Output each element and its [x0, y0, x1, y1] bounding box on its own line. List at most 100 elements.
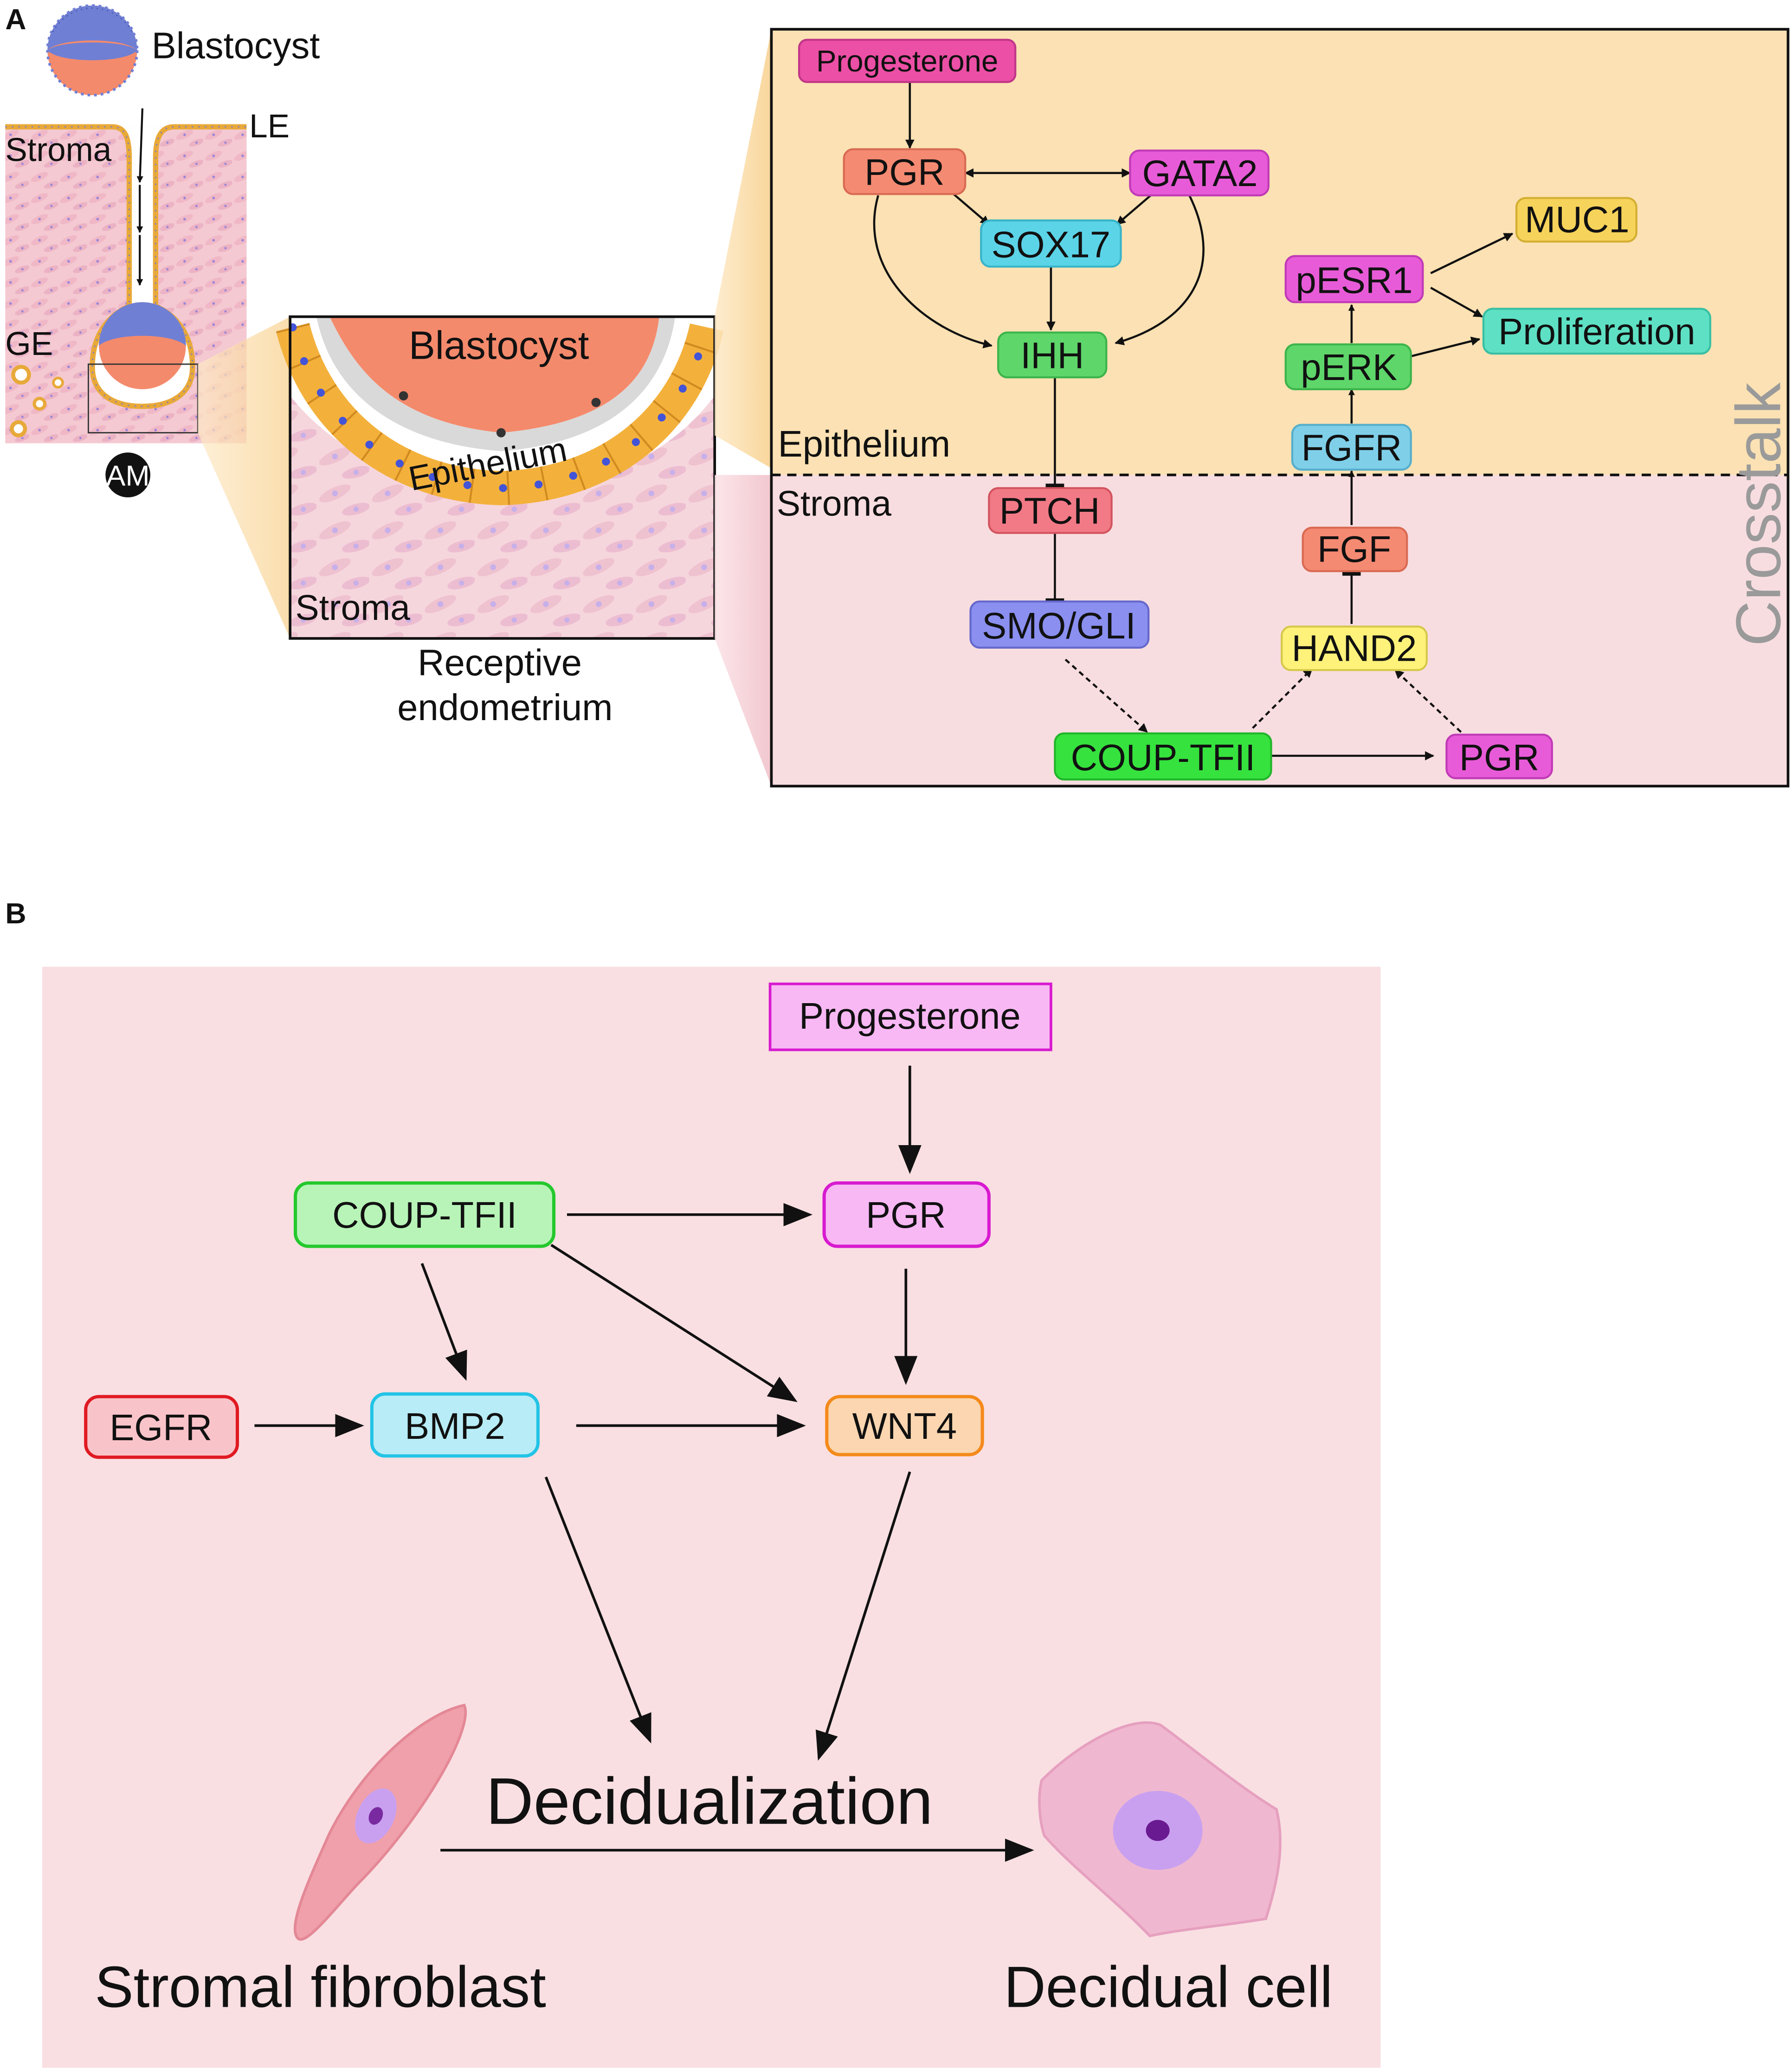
label-decidualization: Decidualization	[486, 1765, 933, 1838]
decidual-nucleolus	[1146, 1820, 1170, 1841]
svg-text:FGF: FGF	[1317, 528, 1391, 570]
label-crosstalk: Crosstalk	[1723, 382, 1792, 646]
blastocyst-inner-cell-mass	[47, 5, 137, 51]
svg-text:WNT4: WNT4	[852, 1405, 957, 1447]
gland	[11, 365, 31, 385]
svg-text:EGFR: EGFR	[110, 1407, 212, 1448]
network-a-edges	[873, 82, 1514, 760]
uterus-illustration	[5, 4, 247, 444]
node-b-wnt4: WNT4	[825, 1395, 984, 1456]
svg-text:BMP2: BMP2	[405, 1405, 505, 1447]
label-decidual-cell: Decidual cell	[1004, 1955, 1333, 2020]
trophoblast-nucleus	[399, 391, 408, 401]
migration-arrow	[136, 108, 144, 183]
node-perk: pERK	[1284, 343, 1412, 390]
node-muc1: MUC1	[1515, 197, 1637, 243]
zoom-fan-stroma	[715, 475, 772, 786]
node-b-progesterone: Progesterone	[768, 982, 1052, 1051]
network-a-nodes: Progesterone PGR GATA2 SOX17 IHH MUC1 pE…	[798, 39, 1711, 781]
node-fgf: FGF	[1302, 527, 1408, 573]
node-proliferation: Proliferation	[1482, 308, 1711, 355]
panel-label-a: A	[5, 3, 26, 36]
svg-text:Proliferation: Proliferation	[1498, 311, 1695, 352]
svg-text:PGR: PGR	[866, 1194, 946, 1236]
node-b-bmp2: BMP2	[370, 1392, 540, 1458]
label-stromal-fibroblast: Stromal fibroblast	[95, 1955, 546, 2020]
node-fgfr: FGFR	[1291, 424, 1412, 471]
node-pgr-a-top: PGR	[843, 148, 967, 195]
edge-pgr-ihh	[873, 195, 993, 348]
edge-pgr-sox17	[951, 192, 990, 225]
node-sox17: SOX17	[980, 219, 1122, 268]
trophoblast-nucleus	[591, 398, 601, 407]
svg-text:HAND2: HAND2	[1292, 627, 1417, 669]
node-b-egfr: EGFR	[84, 1395, 239, 1459]
label-am: AM	[106, 459, 150, 492]
node-ihh: IHH	[997, 331, 1108, 379]
decidual-cell-illustration	[1038, 1721, 1282, 1938]
epithelial-nuclei	[289, 323, 711, 492]
trophoblast-nucleus	[496, 428, 506, 438]
inner-cell-mass	[99, 302, 186, 346]
svg-text:PGR: PGR	[1459, 737, 1539, 778]
svg-text:PTCH: PTCH	[999, 490, 1100, 532]
svg-text:pERK: pERK	[1301, 347, 1397, 388]
edge-perk-proliferation	[1411, 336, 1481, 358]
svg-text:MUC1: MUC1	[1525, 199, 1629, 240]
network-b-nodes: Progesterone COUP-TFII PGR EGFR BMP2 WNT…	[84, 982, 1052, 1459]
zoom-fan-left	[198, 316, 290, 638]
node-ptch: PTCH	[988, 487, 1113, 534]
zoom-fan-epithelium	[715, 29, 772, 469]
label-ge: GE	[5, 326, 53, 362]
epithelium-region	[771, 29, 1788, 475]
svg-text:COUP-TFII: COUP-TFII	[332, 1194, 517, 1236]
svg-text:GATA2: GATA2	[1142, 153, 1258, 194]
network-frame	[770, 28, 1790, 788]
edge-b-coup-wnt4	[550, 1243, 798, 1402]
node-pgr-a-bottom: PGR	[1445, 734, 1553, 780]
gland	[52, 376, 64, 389]
stroma-region	[771, 475, 1788, 786]
stromal-fibroblast-illustration	[293, 1703, 467, 1941]
svg-text:IHH: IHH	[1020, 335, 1084, 376]
gland	[10, 420, 27, 438]
label-blastocyst-zoom: Blastocyst	[409, 324, 589, 368]
svg-text:Progesterone: Progesterone	[816, 44, 998, 78]
svg-text:SMO/GLI: SMO/GLI	[982, 605, 1136, 646]
gland	[32, 397, 47, 411]
label-blastocyst: Blastocyst	[152, 25, 320, 66]
svg-text:Progesterone: Progesterone	[799, 995, 1021, 1037]
svg-text:FGFR: FGFR	[1302, 427, 1402, 468]
fibroblast-nucleolus	[368, 1807, 383, 1825]
node-coup-tfii-a: COUP-TFII	[1054, 732, 1272, 781]
am-badge	[105, 452, 150, 497]
edge-pesr1-muc1	[1430, 232, 1514, 274]
edge-gata2-sox17	[1116, 192, 1155, 225]
trophoblast-layer	[316, 316, 675, 451]
label-le: LE	[249, 108, 290, 145]
node-hand2: HAND2	[1281, 625, 1428, 671]
edge-gata2-ihh	[1115, 195, 1205, 346]
network-b-edges	[254, 1065, 1034, 1862]
svg-text:SOX17: SOX17	[992, 224, 1111, 265]
svg-text:COUP-TFII: COUP-TFII	[1071, 737, 1256, 778]
node-b-pgr: PGR	[822, 1181, 991, 1248]
svg-text:PGR: PGR	[864, 151, 944, 193]
label-epithelium-region: Epithelium	[778, 423, 950, 464]
edge-b-bmp2-decidualization	[544, 1476, 651, 1744]
label-stroma-region: Stroma	[777, 484, 892, 524]
label-stroma-zoom: Stroma	[296, 588, 411, 628]
blastocyst-trophectoderm	[47, 42, 137, 60]
receptive-endometrium-illustration	[276, 315, 724, 640]
zoom-blastocyst	[329, 316, 659, 433]
edge-b-wnt4-decidualization	[815, 1471, 911, 1761]
node-progesterone-a: Progesterone	[798, 39, 1017, 83]
edge-b-coup-bmp2	[420, 1263, 467, 1381]
node-gata2: GATA2	[1129, 149, 1270, 197]
blastocyst-cells	[52, 7, 133, 32]
node-smo-gli: SMO/GLI	[969, 600, 1150, 649]
edge-coup-hand2	[1252, 668, 1313, 729]
svg-text:pESR1: pESR1	[1296, 259, 1412, 301]
edge-pesr1-proliferation	[1430, 287, 1483, 318]
